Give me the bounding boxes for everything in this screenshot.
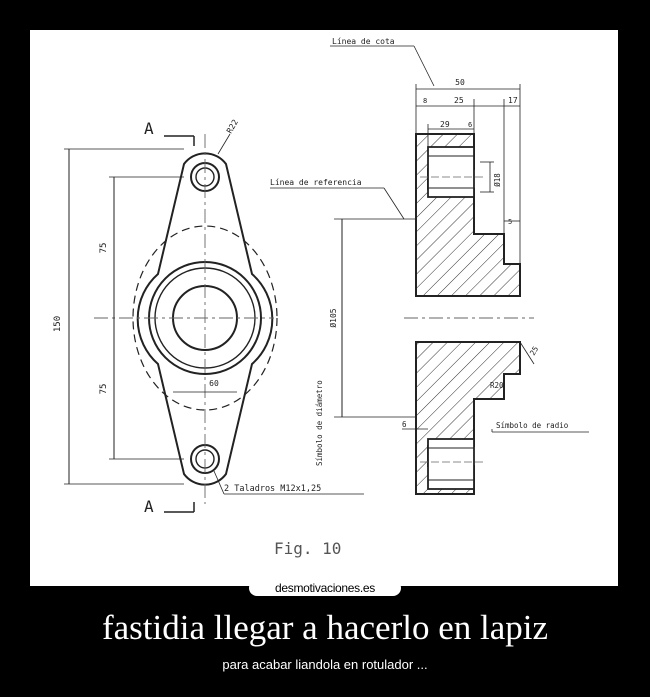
section-label-top: A [144,119,154,138]
dim-r22: R22 [225,118,240,135]
site-badge[interactable]: desmotivaciones.es [249,580,401,596]
label-linea-referencia: Línea de referencia [270,178,362,187]
dim-6: 6 [468,121,472,129]
figure-label: Fig. 10 [274,539,341,558]
dim-18: Ø18 [493,173,502,187]
taladros-label: 2 Taladros M12x1,25 [224,484,321,494]
dim-25: 25 [454,96,464,105]
dim-25b: 25 [528,345,540,357]
technical-drawing: 150 75 75 60 R22 A A 2 Taladros M12x1,25 [53,37,589,558]
dim-5: 5 [508,218,512,226]
caption-subtitle: para acabar liandola en rotulador ... [222,657,428,672]
section-view [404,133,534,495]
dim-75-upper: 75 [99,243,109,254]
label-simbolo-diametro: Símbolo de diámetro [315,380,324,466]
label-simbolo-radio: Símbolo de radio [496,421,569,430]
dim-r20: R20 [490,381,504,390]
dim-29: 29 [440,120,450,129]
caption-title: fastidia llegar a hacerlo en lapiz [101,608,548,647]
front-view [64,133,364,513]
dim-50: 50 [455,78,465,87]
poster-frame: 150 75 75 60 R22 A A 2 Taladros M12x1,25 [30,30,618,586]
dim-8: 8 [423,97,427,105]
dim-60: 60 [209,379,219,388]
dim-150: 150 [53,316,63,332]
dim-6b: 6 [402,420,407,429]
label-linea-cota: Línea de cota [332,37,395,46]
dim-105: Ø105 [328,308,338,327]
dim-17: 17 [508,96,518,105]
dim-75-lower: 75 [99,384,109,395]
section-label-bottom: A [144,497,154,516]
